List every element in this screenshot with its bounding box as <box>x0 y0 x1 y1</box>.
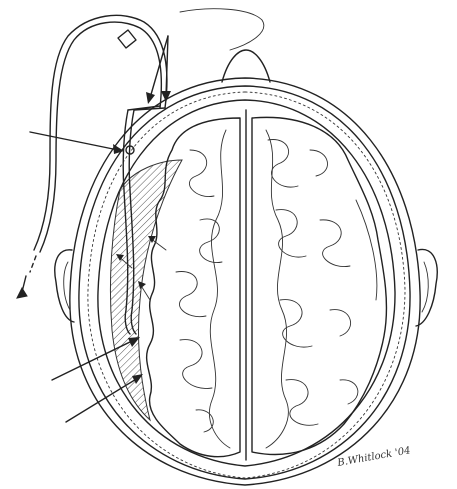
subdural-collection <box>110 160 182 420</box>
nose <box>222 50 270 82</box>
catheter-connector <box>118 30 136 48</box>
artist-signature: B.Whitlock '04 <box>336 445 412 469</box>
outflow-arrow <box>17 256 36 298</box>
right-hemisphere <box>252 117 386 454</box>
left-ear <box>55 250 74 322</box>
scalp-fold-curve <box>180 9 264 50</box>
